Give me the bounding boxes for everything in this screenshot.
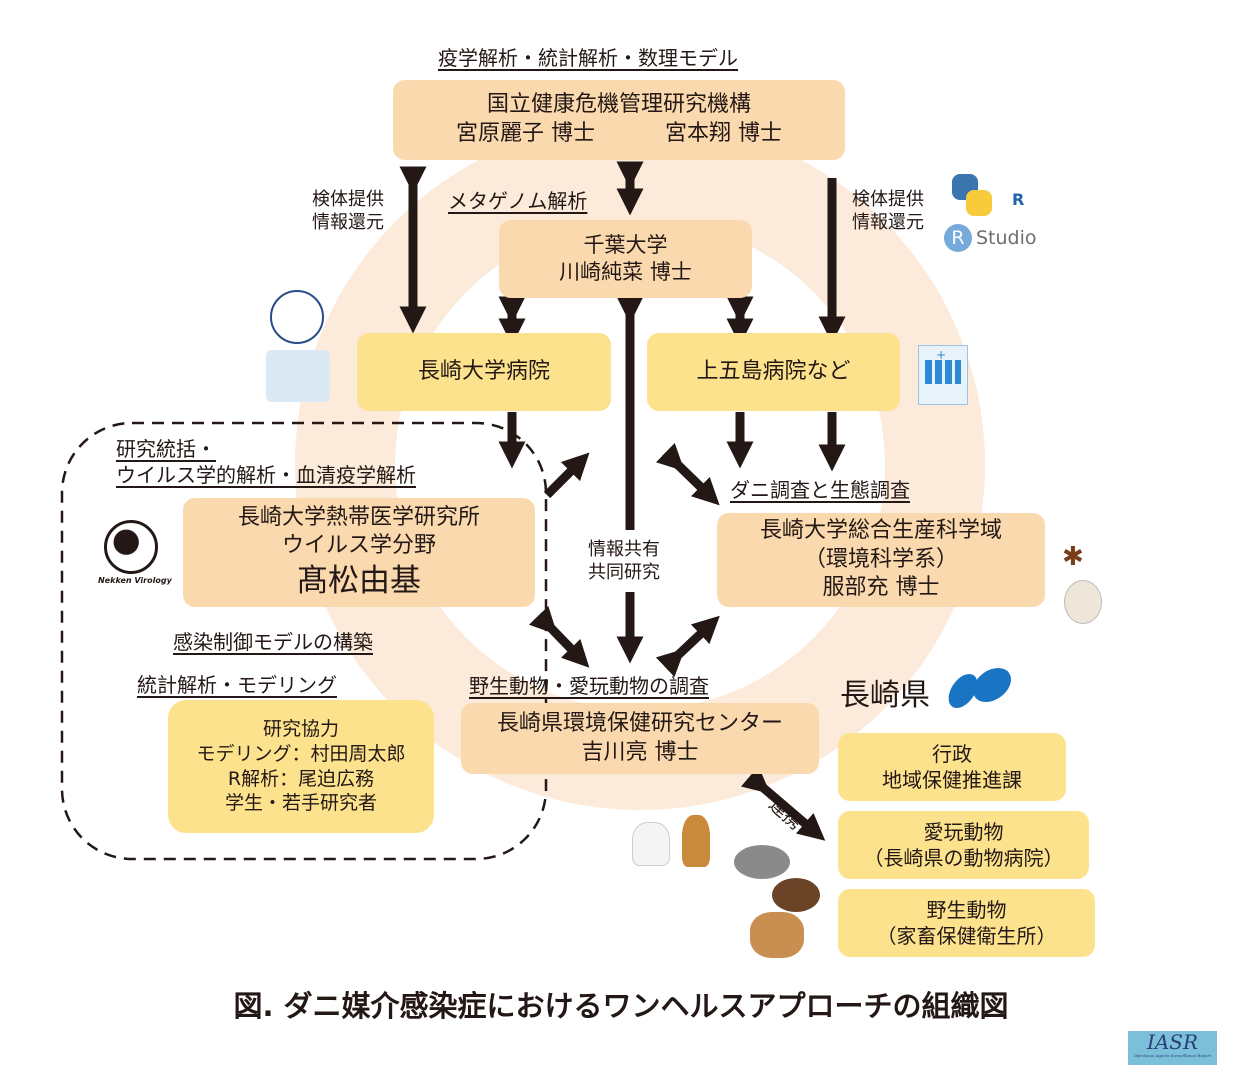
info-share-1: 情報共有 xyxy=(588,539,660,560)
infection-model-label: 感染制御モデルの構築 xyxy=(173,630,373,654)
tick-icon: ✱ xyxy=(1062,542,1084,572)
nagasaki-univ-hospital-seal-icon xyxy=(270,290,324,344)
nekken-dept: ウイルス学分野 xyxy=(281,533,436,559)
sample-left-2: 情報還元 xyxy=(312,212,384,234)
hospital-building-icon: + xyxy=(918,345,968,405)
niid-name-2: 宮本翔 博士 xyxy=(665,121,782,146)
wildlife-label: 野生動物・愛玩動物の調査 xyxy=(469,674,709,698)
wild-1: 野生動物 xyxy=(926,898,1007,922)
lead-label: 研究統括・ウイルス学的解析・血清疫学解析 xyxy=(116,436,416,488)
env-dept: （環境科学系） xyxy=(803,546,958,572)
chiba-org: 千葉大学 xyxy=(583,232,668,257)
nagasaki-hospital-box: 長崎大学病院 xyxy=(357,333,611,411)
gov-1: 行政 xyxy=(932,742,972,766)
python-logo-icon xyxy=(948,172,996,220)
nagasaki-hospital-label: 長崎大学病院 xyxy=(417,358,550,384)
wildlife-box: 野生動物（家畜保健衛生所） xyxy=(838,889,1095,957)
niid-org: 国立健康危機管理研究機構 xyxy=(486,92,751,118)
gov-2: 地域保健推進課 xyxy=(882,768,1022,792)
info-share: 情報共有共同研究 xyxy=(588,538,660,585)
center-org: 長崎県環境保健研究センター xyxy=(496,710,783,736)
sample-right: 検体提供情報還元 xyxy=(852,188,924,235)
collab-1: 研究協力 xyxy=(262,718,339,741)
figure-caption: 図. ダニ媒介感染症におけるワンヘルスアプローチの組織図 xyxy=(233,989,1009,1023)
goto-hospital-label: 上五島病院など xyxy=(696,358,851,384)
collab-2: モデリング：村田周太郎 xyxy=(196,742,406,765)
env-org: 長崎大学総合生産科学域 xyxy=(759,518,1002,544)
tick-survey-label: ダニ調査と生態調査 xyxy=(730,478,910,502)
top-label: 疫学解析・統計解析・数理モデル xyxy=(438,46,738,70)
collab-3: R解析：尾迫広務 xyxy=(227,767,375,790)
lead-label-1: 研究統括・ xyxy=(116,437,216,461)
pets-2: （長崎県の動物病院） xyxy=(863,846,1064,870)
arrows xyxy=(399,161,846,841)
stats-label: 統計解析・モデリング xyxy=(137,673,337,697)
sample-left: 検体提供情報還元 xyxy=(312,188,384,235)
cat-icon xyxy=(632,822,670,866)
rstudio-r-icon: R xyxy=(944,224,972,252)
iasr-logo: IASR Infectious Agents Surveillance Repo… xyxy=(1128,1031,1217,1065)
goto-hospital-box: 上五島病院など xyxy=(647,333,900,411)
rstudio-text: Studio xyxy=(976,227,1037,249)
nekken-virology-logo-icon xyxy=(104,520,158,574)
env-health-center-box: 長崎県環境保健研究センター吉川亮 博士 xyxy=(461,703,819,774)
iasr-subtitle: Infectious Agents Surveillance Report xyxy=(1133,1053,1212,1058)
pets-1: 愛玩動物 xyxy=(923,820,1004,844)
lead-label-2: ウイルス学的解析・血清疫学解析 xyxy=(116,463,416,487)
r-logo-icon: R xyxy=(1012,190,1025,209)
env-science-box: 長崎大学総合生産科学域（環境科学系） 服部充 博士 xyxy=(717,513,1045,607)
nekken-org: 長崎大学熱帯医学研究所 xyxy=(237,504,480,530)
sample-left-1: 検体提供 xyxy=(312,189,384,210)
niid-name-1: 宮原麗子 博士 xyxy=(456,121,595,146)
government-box: 行政地域保健推進課 xyxy=(838,733,1066,801)
nekken-box: 長崎大学熱帯医学研究所 ウイルス学分野 髙松由基 xyxy=(183,498,535,607)
niid-box: 国立健康危機管理研究機構 宮原麗子 博士 宮本翔 博士 xyxy=(393,80,845,160)
deer-icon xyxy=(750,912,804,958)
pets-box: 愛玩動物（長崎県の動物病院） xyxy=(838,811,1089,879)
center-name: 吉川亮 博士 xyxy=(581,739,699,765)
info-share-2: 共同研究 xyxy=(588,562,660,584)
raccoon-icon xyxy=(734,845,790,879)
dog-icon xyxy=(682,815,710,867)
wild-2: （家畜保健衛生所） xyxy=(876,924,1057,948)
nagasaki-pref-label: 長崎県 xyxy=(840,678,930,713)
chiba-name: 川崎純菜 博士 xyxy=(559,260,692,284)
patient-illustration-icon xyxy=(266,350,330,402)
env-name: 服部充 博士 xyxy=(822,575,940,601)
sample-right-2: 情報還元 xyxy=(852,212,924,234)
sample-right-1: 検体提供 xyxy=(852,189,924,210)
iasr-title: IASR xyxy=(1146,1030,1199,1054)
metagenome-label: メタゲノム解析 xyxy=(448,189,588,213)
boar-icon xyxy=(772,878,820,912)
nagasaki-pref-logo-icon xyxy=(943,668,1017,708)
nekken-logo-text: Nekken Virology xyxy=(98,576,172,585)
engorged-tick-icon xyxy=(1064,580,1102,624)
nekken-name: 髙松由基 xyxy=(297,562,421,599)
chiba-box: 千葉大学川崎純菜 博士 xyxy=(499,220,752,298)
collab-4: 学生・若手研究者 xyxy=(224,792,377,815)
